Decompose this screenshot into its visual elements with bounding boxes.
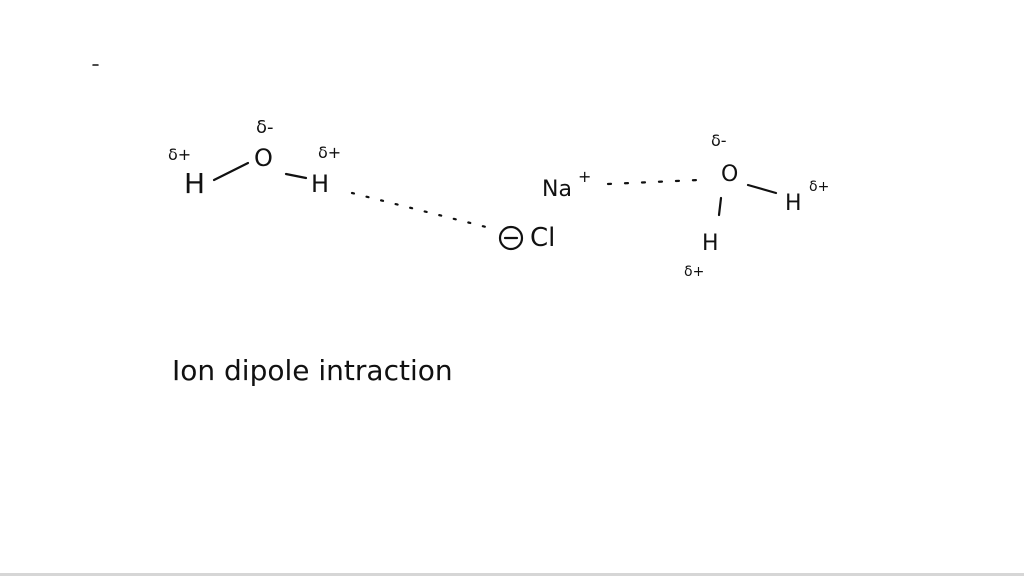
charge-delta-plus-h-down: δ+ xyxy=(684,264,704,280)
dotted-interaction-cl xyxy=(350,191,492,230)
oxygen-left-label: O xyxy=(254,144,273,172)
dotted-interaction-na xyxy=(606,178,700,186)
water-molecule-right: δ- O H δ+ H δ+ xyxy=(684,131,829,280)
negative-charge-circle xyxy=(498,225,524,251)
bond-o-h-down xyxy=(717,196,723,217)
charge-delta-plus-h-right: δ+ xyxy=(318,143,341,162)
oxygen-right-label: O xyxy=(721,162,738,187)
charge-delta-minus-oxygen-right: δ- xyxy=(711,131,727,150)
sodium-symbol: Na xyxy=(542,177,572,202)
charge-delta-plus-h-left: δ+ xyxy=(168,145,191,164)
caption-text: Ion dipole intraction xyxy=(172,354,453,387)
chloride-symbol: Cl xyxy=(530,223,555,253)
hydrogen-right-molecule-label: H xyxy=(785,191,802,216)
charge-delta-plus-h-right-molecule: δ+ xyxy=(809,179,829,195)
sodium-ion: Na + xyxy=(542,167,591,202)
water-molecule-left: δ+ H δ- O δ+ H xyxy=(168,117,341,200)
bond-o-h-right xyxy=(284,172,308,180)
hydrogen-left-label: H xyxy=(184,167,205,200)
chloride-ion: − Cl xyxy=(498,223,555,253)
bond-h-o-left xyxy=(212,161,250,182)
hydrogen-right-label: H xyxy=(311,170,329,198)
charge-delta-minus-oxygen-left: δ- xyxy=(256,117,274,138)
hydrogen-down-label: H xyxy=(702,231,719,256)
bottom-edge-bar xyxy=(0,573,1024,576)
sodium-charge: + xyxy=(578,167,591,186)
bond-o-h-right-molecule xyxy=(746,183,778,195)
